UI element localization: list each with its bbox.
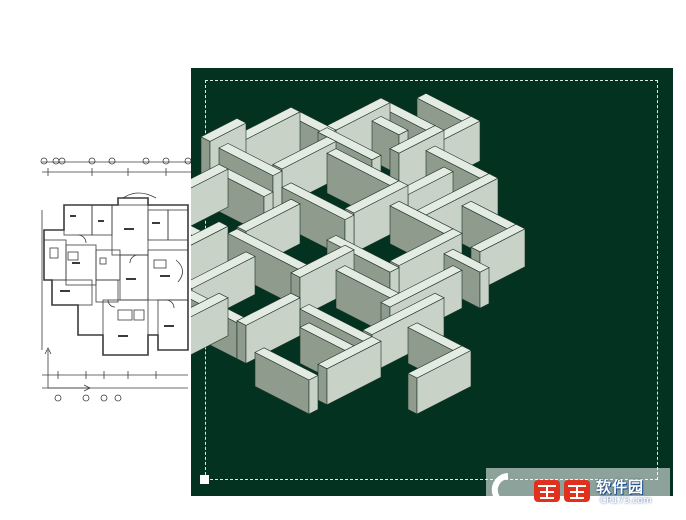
wall-top: [200, 118, 247, 142]
3d-viewport[interactable]: [191, 68, 673, 496]
wall-top: [344, 180, 409, 214]
wall-top: [407, 345, 472, 379]
wall-top: [236, 198, 301, 232]
wall-face-right: [308, 374, 319, 415]
wall-top: [317, 336, 382, 370]
wall-top: [380, 265, 463, 308]
wall-face-left: [236, 320, 247, 364]
watermark-brand-text: 软件园: [596, 478, 645, 496]
wall-top: [191, 221, 229, 246]
wall-top: [470, 223, 526, 253]
wall-top: [272, 136, 337, 170]
wall-top: [389, 228, 463, 266]
wall-top: [389, 125, 445, 154]
wall-face-left: [407, 372, 418, 415]
floor-plan-drawing: [40, 157, 198, 402]
viewport-grip-handle[interactable]: [200, 475, 209, 484]
site-watermark: 软件园 CR173.com: [486, 468, 670, 512]
wall-face-right: [479, 267, 490, 309]
wall-top: [191, 164, 229, 189]
wall-top: [218, 143, 283, 176]
wall-face-left: [317, 363, 328, 406]
wall-top: [326, 235, 400, 273]
wall-top: [362, 292, 445, 335]
watermark-domain-text: CR173.com: [600, 496, 652, 506]
wall-top: [191, 292, 229, 318]
wall-top: [191, 251, 256, 289]
wall-top: [317, 127, 382, 161]
watermark-logo-icon: [491, 473, 590, 508]
wall-top: [281, 182, 355, 220]
wall-top: [290, 244, 355, 278]
wall-top: [254, 347, 319, 381]
wall-top: [236, 292, 301, 326]
wall-top: [371, 116, 409, 136]
wall-top: [443, 248, 490, 273]
isometric-building-model: [191, 93, 526, 415]
